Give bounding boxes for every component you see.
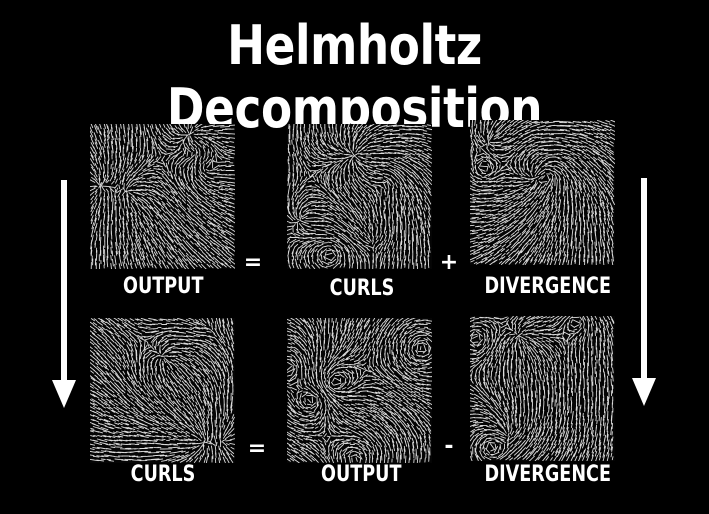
down-arrow-left-icon	[52, 180, 76, 408]
plus-operator-top: +	[439, 250, 459, 275]
vector-field-streaks	[287, 124, 432, 269]
label-output-bottom: OUTPUT	[321, 462, 402, 487]
vector-field-divergence-top	[470, 120, 615, 265]
vector-field-streaks	[287, 318, 432, 463]
vector-field-divergence-bottom	[470, 316, 615, 461]
vector-field-streaks	[470, 120, 615, 265]
vector-field-streaks	[90, 318, 235, 463]
label-divergence-bottom: DIVERGENCE	[484, 462, 612, 487]
label-output-top: OUTPUT	[123, 274, 204, 299]
vector-field-output-bottom	[287, 318, 432, 463]
vector-field-streaks	[470, 316, 615, 461]
vector-field-curls-bottom	[90, 318, 235, 463]
vector-field-curls-top	[287, 124, 432, 269]
vector-field-output-top	[90, 124, 235, 269]
equals-operator-top: =	[243, 250, 263, 275]
equals-operator-bottom: =	[247, 436, 267, 461]
vector-field-streaks	[90, 124, 235, 269]
label-curls-bottom: CURLS	[130, 462, 196, 487]
label-curls-top: CURLS	[329, 276, 395, 301]
down-arrow-right-icon	[632, 178, 656, 406]
minus-operator-bottom: -	[444, 434, 454, 459]
label-divergence-top: DIVERGENCE	[484, 274, 612, 299]
